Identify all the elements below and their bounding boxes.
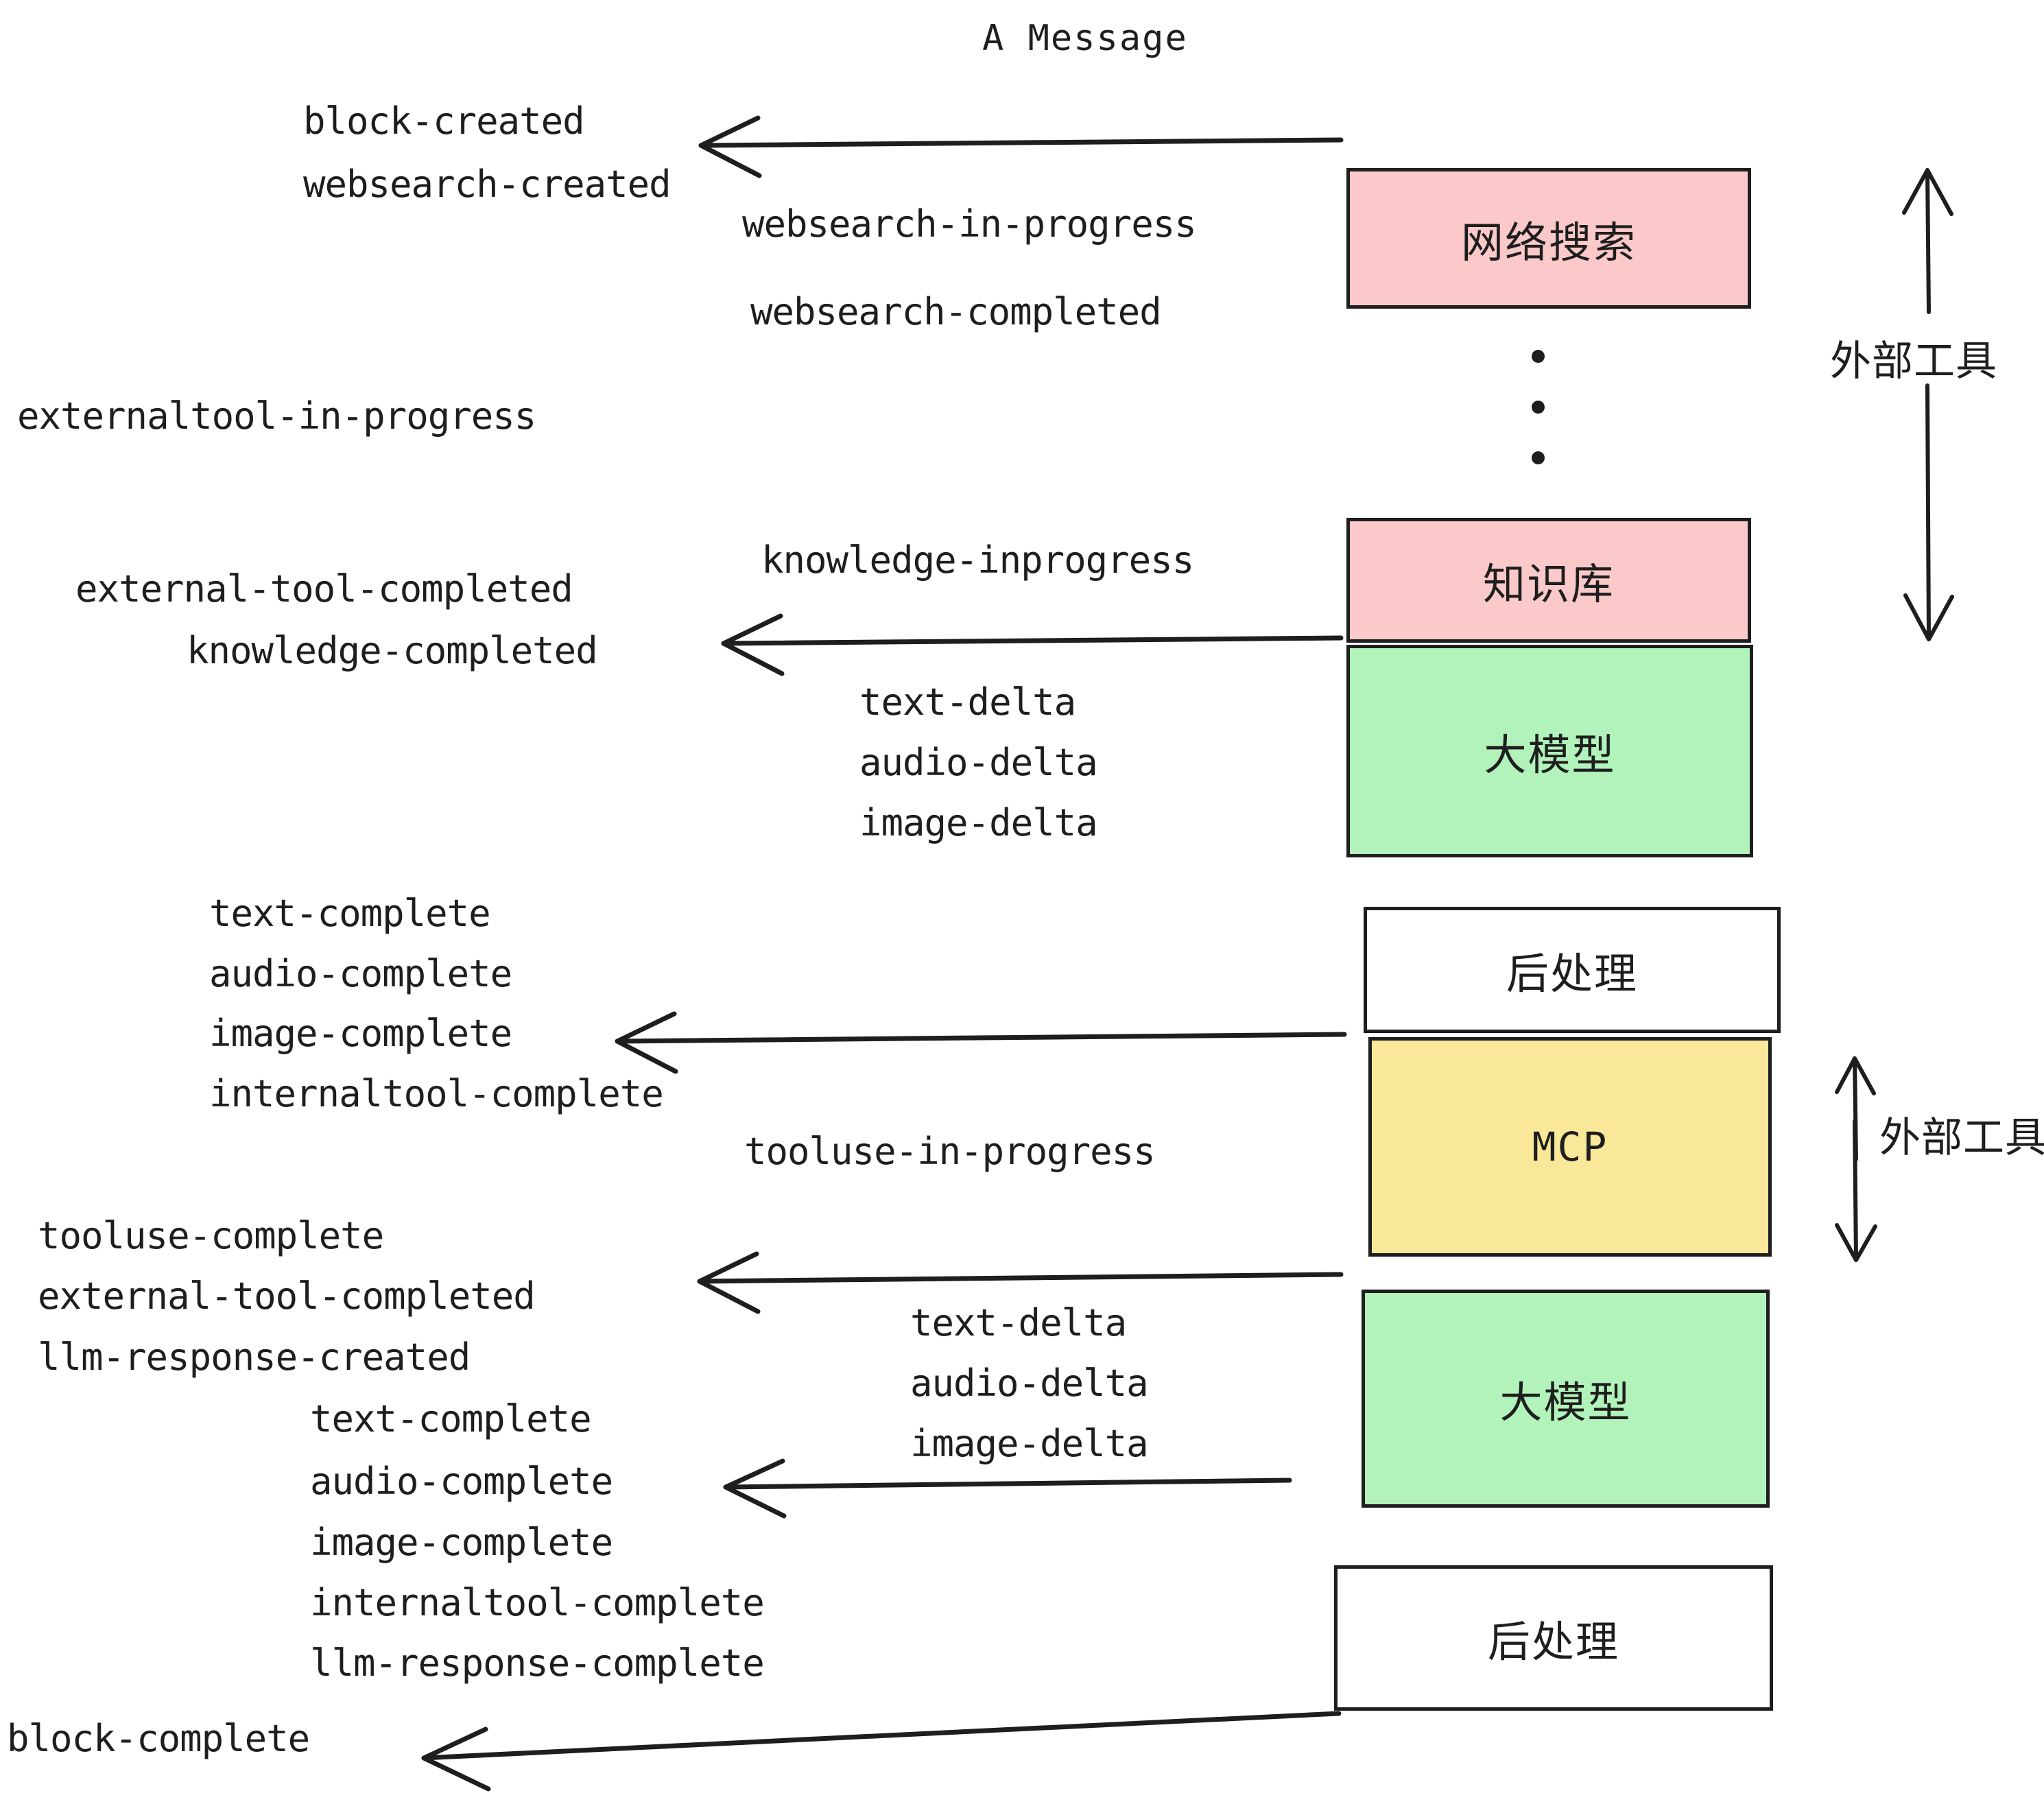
node-label: 大模型 [1484, 730, 1616, 780]
node-knowledge[interactable]: 知识库 [1346, 518, 1751, 643]
event-externaltool-in-progress: externaltool-in-progress [17, 394, 536, 438]
event-knowledge-inprogress: knowledge-inprogress [761, 538, 1194, 582]
event-external-tool-completed-1: external-tool-completed [75, 567, 573, 610]
event-external-tool-completed-2: external-tool-completed [38, 1274, 536, 1318]
arrow-knowledge [721, 613, 1344, 676]
page-title: A Message [982, 18, 1188, 59]
event-tooluse-complete: tooluse-complete [38, 1214, 384, 1257]
external-tool-label-top: 外部工具 [1830, 337, 1997, 385]
event-text-delta-2: text-delta [910, 1301, 1127, 1344]
event-websearch-in-progress: websearch-in-progress [742, 202, 1197, 246]
event-block-complete: block-complete [7, 1717, 310, 1760]
node-label: MCP [1532, 1124, 1608, 1170]
event-internaltool-complete-2: internaltool-complete [310, 1581, 765, 1624]
event-audio-complete-2: audio-complete [310, 1460, 613, 1503]
external-tool-arrow-down-bottom [1835, 1119, 1877, 1262]
event-image-complete-1: image-complete [209, 1012, 512, 1055]
event-websearch-created: websearch-created [303, 163, 672, 206]
node-label: 后处理 [1487, 1617, 1619, 1667]
event-llm-response-created: llm-response-created [38, 1336, 471, 1379]
ellipsis-dot [1532, 350, 1545, 363]
ellipsis-dot [1532, 451, 1545, 464]
node-postprocess-2[interactable]: 后处理 [1334, 1565, 1773, 1711]
event-audio-complete-1: audio-complete [209, 952, 512, 995]
node-mcp[interactable]: MCP [1368, 1037, 1772, 1257]
node-websearch[interactable]: 网络搜索 [1346, 168, 1751, 309]
event-text-complete-2: text-complete [310, 1397, 592, 1440]
node-postprocess-1[interactable]: 后处理 [1364, 907, 1781, 1033]
external-tool-arrow-up-top [1902, 168, 1953, 314]
event-image-complete-2: image-complete [310, 1521, 613, 1564]
event-block-created: block-created [303, 99, 585, 143]
node-label: 知识库 [1482, 559, 1615, 609]
event-websearch-completed: websearch-completed [750, 290, 1162, 333]
arrow-audio-complete [723, 1458, 1292, 1519]
event-llm-response-complete: llm-response-complete [310, 1641, 765, 1685]
external-tool-arrow-down-top [1903, 383, 1954, 641]
arrow-image-complete [615, 1011, 1347, 1074]
event-internaltool-complete-1: internaltool-complete [209, 1072, 664, 1115]
event-text-delta-1: text-delta [859, 680, 1076, 724]
ellipsis-dot [1532, 401, 1545, 414]
event-tooluse-in-progress: tooluse-in-progress [744, 1130, 1156, 1173]
arrow-websearch [698, 115, 1344, 178]
node-label: 网络搜索 [1460, 217, 1637, 268]
event-audio-delta-1: audio-delta [859, 741, 1098, 784]
external-tool-arrow-up-bottom [1835, 1056, 1876, 1161]
event-audio-delta-2: audio-delta [910, 1362, 1149, 1405]
event-knowledge-completed: knowledge-completed [187, 629, 598, 672]
node-label: 大模型 [1499, 1377, 1632, 1427]
node-llm-1[interactable]: 大模型 [1346, 645, 1753, 857]
event-image-delta-1: image-delta [859, 801, 1098, 844]
node-label: 后处理 [1506, 949, 1638, 999]
external-tool-label-bottom: 外部工具 [1879, 1114, 2044, 1162]
event-image-delta-2: image-delta [910, 1422, 1149, 1465]
node-llm-2[interactable]: 大模型 [1362, 1290, 1770, 1508]
event-text-complete-1: text-complete [209, 892, 491, 935]
arrow-block-complete [421, 1711, 1342, 1792]
